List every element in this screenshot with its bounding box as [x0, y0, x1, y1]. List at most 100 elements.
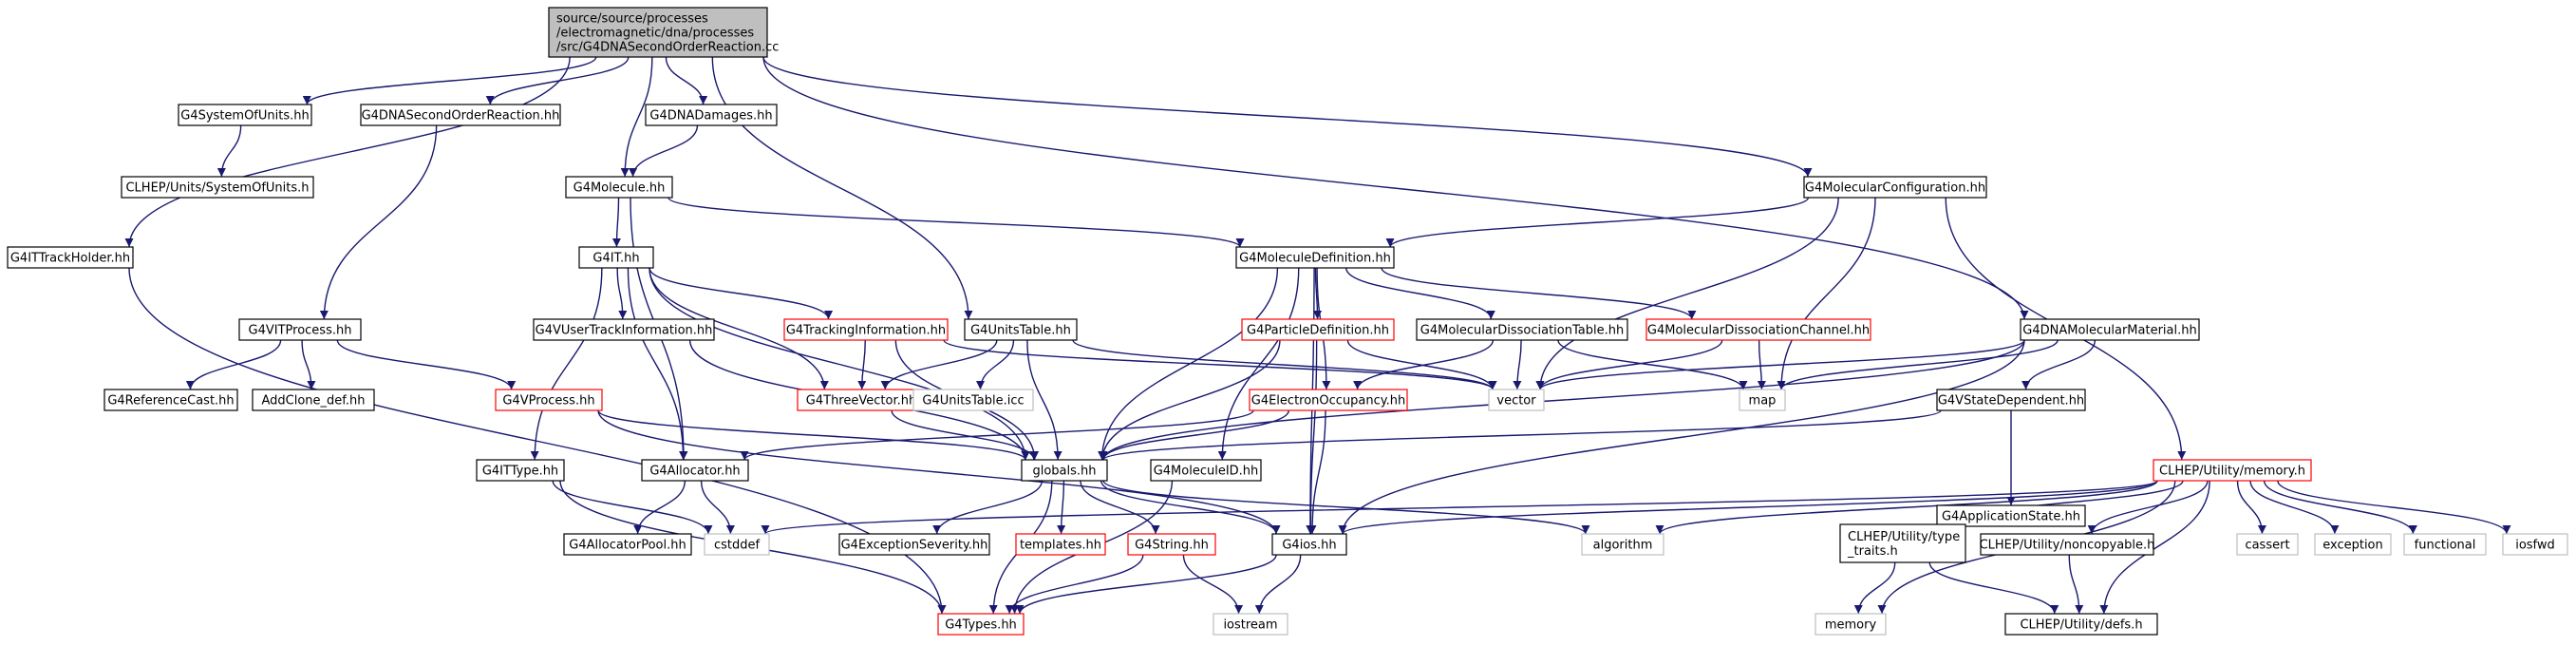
edge-g4trackinginformation-hh-to-g4threevector-hh [857, 339, 867, 390]
node-box [178, 104, 312, 126]
edge-g4unitstable-hh-to-globals-hh [1026, 339, 1062, 461]
node-box [2153, 459, 2312, 482]
node-g4unitstable-hh[interactable]: G4UnitsTable.hh [964, 318, 1078, 341]
node-g4electronoccupancy-hh[interactable]: G4ElectronOccupancy.hh [1249, 389, 1408, 411]
node-box [563, 533, 692, 556]
node-box [1271, 533, 1347, 556]
node-label: algorithm [1593, 539, 1653, 553]
node-exception[interactable]: exception [2314, 533, 2392, 556]
node-g4vitprocess-hh[interactable]: G4VITProcess.hh [238, 318, 362, 341]
node-g4applicationstate-hh[interactable]: G4ApplicationState.hh [1936, 504, 2086, 527]
edge-g4dnamolecularmaterial-hh-to-globals-hh [1099, 339, 2025, 461]
node-box [1645, 318, 1871, 341]
edge-root-to-g4molecularconfiguration-hh [762, 56, 1813, 178]
node-map[interactable]: map [1739, 389, 1786, 411]
node-label: G4ITTrackHolder.hh [10, 252, 130, 266]
edge-g4moleculardissociationchannel-hh-to-vector [1535, 339, 1723, 390]
edge-globals-hh-to-templates-hh [1057, 480, 1066, 535]
node-g4systemofunits-hh[interactable]: G4SystemOfUnits.hh [178, 104, 312, 126]
edge-g4threevector-hh-to-globals-hh [891, 409, 1039, 461]
edge-g4molecularconfiguration-hh-to-vector [1535, 197, 1839, 390]
node-addclone-def-hh[interactable]: AddClone_def.hh [252, 389, 375, 411]
node-g4exceptionseverity-hh[interactable]: G4ExceptionSeverity.hh [838, 533, 990, 556]
edge-g4it-hh-to-g4vusertrackinformation-hh [616, 267, 628, 320]
node-g4moleculedefinition-hh[interactable]: G4MoleculeDefinition.hh [1235, 246, 1395, 269]
node-clhep-memory-h[interactable]: CLHEP/Utility/memory.h [2153, 459, 2312, 482]
node-label: _traits.h [1847, 544, 1898, 559]
edge-g4molecule-hh-to-g4it-hh [611, 197, 621, 248]
node-g4dnamolecularmaterial-hh[interactable]: G4DNAMolecularMaterial.hh [2020, 318, 2200, 341]
node-box [1241, 318, 1395, 341]
node-g4referencecast-hh[interactable]: G4ReferenceCast.hh [103, 389, 238, 411]
node-clhep-noncopyable-h[interactable]: CLHEP/Utility/noncopyable.h [1980, 533, 2155, 556]
edge-g4allocator-hh-to-cstddef [700, 480, 735, 535]
node-g4dnadamages-hh[interactable]: G4DNADamages.hh [645, 104, 778, 126]
node-g4ittype-hh[interactable]: G4ITType.hh [476, 459, 565, 482]
edge-g4ios-hh-to-g4types-hh [1015, 554, 1277, 615]
node-box [1814, 613, 1887, 636]
edge-g4vitprocess-hh-to-addclone-def-hh [301, 339, 316, 390]
node-clhep-defs-h[interactable]: CLHEP/Utility/defs.h [2004, 613, 2158, 636]
node-g4particledefinition-hh[interactable]: G4ParticleDefinition.hh [1241, 318, 1395, 341]
node-label: /electromagnetic/dna/processes [556, 27, 754, 41]
node-algorithm[interactable]: algorithm [1581, 533, 1664, 556]
node-g4allocator-hh[interactable]: G4Allocator.hh [641, 459, 749, 482]
node-g4unitstable-icc[interactable]: G4UnitsTable.icc [912, 389, 1034, 411]
node-memory[interactable]: memory [1814, 613, 1887, 636]
edge-g4electronoccupancy-hh-to-globals-hh [1099, 409, 1289, 461]
edge-clhep-memory-h-to-algorithm [1655, 480, 2158, 535]
edge-root-to-g4dnamolecularmaterial-hh [762, 56, 2029, 320]
edge-clhep-memory-h-to-functional [2263, 480, 2417, 535]
node-g4types-hh[interactable]: G4Types.hh [937, 613, 1025, 636]
node-g4allocatorpool-hh[interactable]: G4AllocatorPool.hh [563, 533, 692, 556]
node-label: G4DNAMolecularMaterial.hh [2022, 324, 2197, 338]
node-g4molecule-hh[interactable]: G4Molecule.hh [565, 176, 673, 199]
node-cassert[interactable]: cassert [2236, 533, 2299, 556]
node-root[interactable]: source/source/processes/electromagnetic/… [548, 7, 779, 58]
node-box [645, 104, 778, 126]
edge-g4moleculardissociationchannel-hh-to-map [1757, 339, 1766, 390]
node-label: CLHEP/Utility/type [1848, 530, 1960, 544]
node-g4vstatedependent-hh[interactable]: G4VStateDependent.hh [1936, 389, 2086, 411]
edge-g4molecularconfiguration-hh-to-map [1777, 197, 1876, 390]
node-box [565, 176, 673, 199]
node-g4molecularconfiguration-hh[interactable]: G4MolecularConfiguration.hh [1803, 176, 1987, 199]
node-g4vprocess-hh[interactable]: G4VProcess.hh [495, 389, 603, 411]
node-box [1936, 504, 2086, 527]
node-clhep-type-traits-h[interactable]: CLHEP/Utility/type_traits.h [1839, 523, 1966, 563]
node-clhep-systemofunits-h[interactable]: CLHEP/Units/SystemOfUnits.h [121, 176, 314, 199]
node-g4threevector-hh[interactable]: G4ThreeVector.hh [797, 389, 926, 411]
edge-g4unitstable-hh-to-vector [1072, 339, 1497, 390]
node-box [838, 533, 990, 556]
node-vector[interactable]: vector [1488, 389, 1545, 411]
node-box [1235, 246, 1395, 269]
node-globals-hh[interactable]: globals.hh [1021, 459, 1108, 482]
node-label: G4ExceptionSeverity.hh [841, 539, 988, 553]
node-label: G4MolecularDissociationChannel.hh [1647, 324, 1870, 338]
node-iostream[interactable]: iostream [1213, 613, 1288, 636]
node-g4trackinginformation-hh[interactable]: G4TrackingInformation.hh [783, 318, 949, 341]
node-g4dnasecondorderreaction-hh[interactable]: G4DNASecondOrderReaction.hh [360, 104, 561, 126]
node-g4moleculardissociationtable-hh[interactable]: G4MolecularDissociationTable.hh [1416, 318, 1628, 341]
node-g4it-hh[interactable]: G4IT.hh [578, 246, 654, 269]
node-g4moleculeid-hh[interactable]: G4MoleculeID.hh [1150, 459, 1262, 482]
edge-g4moleculardissociationtable-hh-to-vector [1513, 339, 1522, 390]
node-box [2403, 533, 2487, 556]
node-functional[interactable]: functional [2403, 533, 2487, 556]
node-box [2004, 613, 2158, 636]
node-g4vusertrackinformation-hh[interactable]: G4VUserTrackInformation.hh [533, 318, 715, 341]
node-box [495, 389, 603, 411]
node-box [2236, 533, 2299, 556]
node-g4ios-hh[interactable]: G4ios.hh [1271, 533, 1347, 556]
edge-g4dnamolecularmaterial-hh-to-map [1777, 339, 2059, 390]
node-label: G4ElectronOccupancy.hh [1251, 394, 1406, 408]
node-label: globals.hh [1032, 465, 1096, 479]
node-g4moleculardissociationchannel-hh[interactable]: G4MolecularDissociationChannel.hh [1645, 318, 1871, 341]
edge-g4dnamolecularmaterial-hh-to-g4vstatedependent-hh [2021, 339, 2097, 390]
edge-g4allocator-hh-to-g4allocatorpool-hh [633, 480, 686, 535]
node-g4ittrackholder-hh[interactable]: G4ITTrackHolder.hh [7, 246, 134, 269]
node-templates-hh[interactable]: templates.hh [1015, 533, 1106, 556]
node-cstddef[interactable]: cstddef [704, 533, 770, 556]
node-g4string-hh[interactable]: G4String.hh [1127, 533, 1216, 556]
node-iosfwd[interactable]: iosfwd [2502, 533, 2568, 556]
